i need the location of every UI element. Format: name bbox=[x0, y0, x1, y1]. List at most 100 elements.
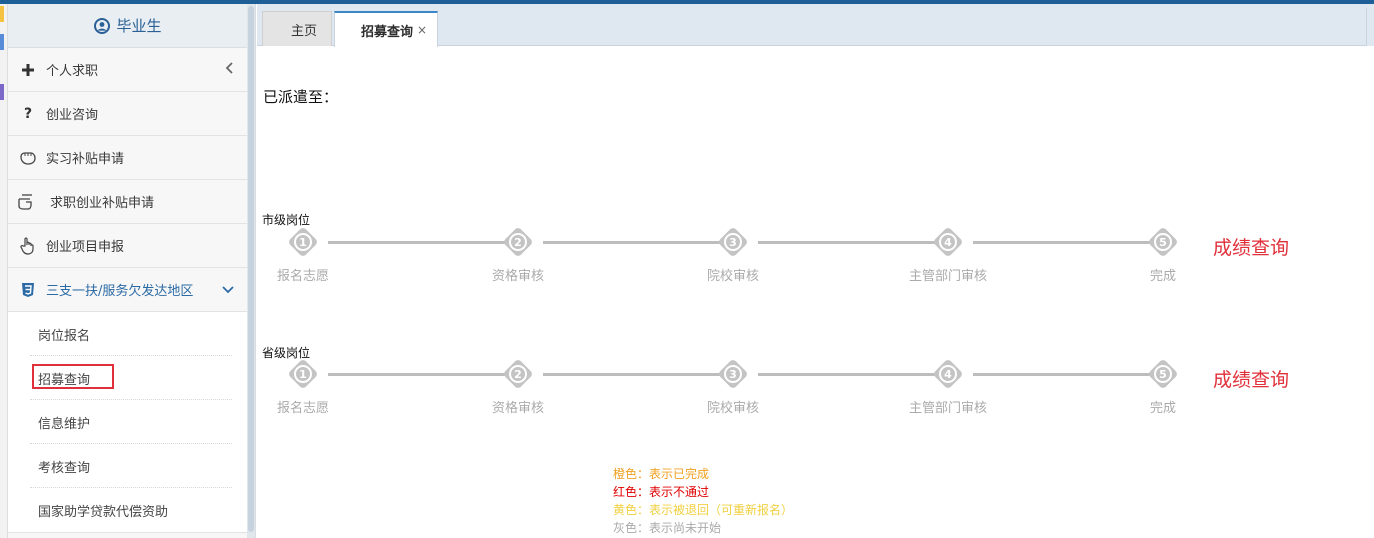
city-level-label: 市级岗位 bbox=[262, 213, 311, 227]
hand-point-icon bbox=[18, 192, 38, 212]
scrollbar-thumb[interactable] bbox=[248, 6, 254, 532]
legend-gray: 灰色：表示尚未开始 bbox=[613, 521, 722, 535]
step-number: 5 bbox=[1154, 233, 1172, 251]
submenu-item-assessment-query[interactable]: 考核查询 bbox=[8, 444, 248, 488]
step-number-wrap: 3 bbox=[718, 227, 748, 257]
step-number-wrap: 2 bbox=[503, 359, 533, 389]
step-number-wrap: 1 bbox=[288, 359, 318, 389]
step-label: 报名志愿 bbox=[276, 269, 330, 284]
step-number: 2 bbox=[509, 233, 527, 251]
step-marker: 4 bbox=[932, 358, 964, 390]
close-icon[interactable]: × bbox=[417, 23, 428, 37]
step-marker: 2 bbox=[502, 358, 534, 390]
province-progress-flow: 1 报名志愿 2 资格审核 3 院校审核 4 主管部门审核 5 完成 成绩查询 bbox=[257, 354, 1374, 416]
tab-label: 主页 bbox=[290, 23, 317, 39]
step-number-wrap: 1 bbox=[288, 227, 318, 257]
step-number-wrap: 2 bbox=[503, 227, 533, 257]
province-level-label: 省级岗位 bbox=[262, 346, 311, 360]
step-connector-line bbox=[543, 241, 723, 244]
step-number: 3 bbox=[724, 365, 742, 383]
submenu-item-recruit-query[interactable]: 招募查询 bbox=[8, 356, 248, 400]
sidebar-scrollbar[interactable] bbox=[247, 4, 255, 538]
legend-red: 红色：表示不通过 bbox=[613, 485, 710, 499]
step-marker: 2 bbox=[502, 226, 534, 258]
css3-icon bbox=[18, 280, 38, 300]
step-label: 主管部门审核 bbox=[908, 401, 988, 416]
submenu-item-loan-aid[interactable]: 国家助学贷款代偿资助 bbox=[8, 488, 248, 532]
step-label: 资格审核 bbox=[491, 401, 545, 416]
sidebar-item-startup-project[interactable]: 创业项目申报 bbox=[8, 224, 248, 268]
step-number: 4 bbox=[939, 365, 957, 383]
user-circle-icon bbox=[94, 17, 111, 34]
step-label: 院校审核 bbox=[706, 401, 760, 416]
step-number: 3 bbox=[724, 233, 742, 251]
tab-bar: 主页 招募查询 × bbox=[257, 4, 1374, 47]
score-query-link[interactable]: 成绩查询 bbox=[1213, 369, 1290, 391]
step-connector-line bbox=[328, 373, 508, 376]
tab-home[interactable]: 主页 bbox=[262, 11, 332, 46]
sidebar-item-internship-subsidy[interactable]: 实习补贴申请 bbox=[8, 136, 248, 180]
sidebar-item-label: 求职创业补贴申请 bbox=[50, 196, 155, 211]
tab-recruit-query[interactable]: 招募查询 × bbox=[334, 11, 438, 47]
submenu-item-label: 信息维护 bbox=[38, 416, 91, 432]
sidebar-item-startup-consult[interactable]: ? 创业咨询 bbox=[8, 92, 248, 136]
sidebar-item-label: 创业咨询 bbox=[46, 108, 99, 123]
edge-marker bbox=[0, 6, 4, 22]
submenu-item-info-maintain[interactable]: 信息维护 bbox=[8, 400, 248, 444]
step-label: 院校审核 bbox=[706, 269, 760, 284]
legend-yellow: 黄色：表示被退回（可重新报名） bbox=[613, 503, 794, 517]
pointer-hand-icon bbox=[18, 236, 38, 256]
dispatched-label: 已派遣至： bbox=[263, 88, 339, 106]
step-label: 完成 bbox=[1149, 269, 1177, 284]
plus-icon bbox=[18, 60, 38, 80]
step-marker: 4 bbox=[932, 226, 964, 258]
highlight-box bbox=[32, 364, 114, 389]
step-connector-line bbox=[543, 373, 723, 376]
sidebar-item-three-support[interactable]: 三支一扶/服务欠发达地区 bbox=[8, 268, 248, 312]
step-label: 报名志愿 bbox=[276, 401, 330, 416]
sidebar-item-job-startup-subsidy[interactable]: 求职创业补贴申请 bbox=[8, 180, 248, 224]
sidebar-item-label: 实习补贴申请 bbox=[46, 152, 125, 167]
step-number: 2 bbox=[509, 365, 527, 383]
step-marker: 5 bbox=[1147, 358, 1179, 390]
sidebar: 毕业生 个人求职 ? 创业咨询 实习补贴申请 求职创业补贴申请 bbox=[8, 4, 256, 538]
step-label: 完成 bbox=[1149, 401, 1177, 416]
submenu-three-support: 岗位报名 招募查询 信息维护 考核查询 国家助学贷款代偿资助 bbox=[8, 312, 248, 533]
user-header[interactable]: 毕业生 bbox=[8, 4, 248, 48]
step-marker: 3 bbox=[717, 358, 749, 390]
step-connector-line bbox=[973, 373, 1153, 376]
step-number: 4 bbox=[939, 233, 957, 251]
step-marker: 5 bbox=[1147, 226, 1179, 258]
step-number: 1 bbox=[294, 365, 312, 383]
submenu-item-label: 招募查询 bbox=[38, 372, 91, 388]
step-marker: 1 bbox=[287, 358, 319, 390]
step-number-wrap: 5 bbox=[1148, 359, 1178, 389]
city-progress-flow: 1 报名志愿 2 资格审核 3 院校审核 4 主管部门审核 5 完成 成绩查询 bbox=[257, 222, 1374, 284]
score-query-link[interactable]: 成绩查询 bbox=[1213, 237, 1290, 259]
submenu-item-job-apply[interactable]: 岗位报名 bbox=[8, 312, 248, 356]
step-number-wrap: 4 bbox=[933, 359, 963, 389]
question-icon: ? bbox=[23, 105, 33, 122]
status-legend: 橙色：表示已完成 红色：表示不通过 黄色：表示被退回（可重新报名） 灰色：表示尚… bbox=[613, 465, 793, 537]
top-strip bbox=[0, 0, 1374, 4]
sidebar-item-job-search[interactable]: 个人求职 bbox=[8, 48, 248, 92]
step-connector-line bbox=[758, 373, 938, 376]
submenu-item-label: 考核查询 bbox=[38, 460, 91, 476]
hand-icon bbox=[18, 148, 38, 168]
step-label: 主管部门审核 bbox=[908, 269, 988, 284]
sidebar-item-label: 三支一扶/服务欠发达地区 bbox=[46, 284, 194, 299]
legend-orange: 橙色：表示已完成 bbox=[613, 467, 710, 481]
step-marker: 3 bbox=[717, 226, 749, 258]
sidebar-item-label: 个人求职 bbox=[46, 64, 99, 79]
edge-marker bbox=[0, 34, 4, 50]
tab-scroll-right-button[interactable] bbox=[1366, 8, 1374, 46]
left-edge-bar bbox=[0, 4, 8, 538]
sidebar-nav: 个人求职 ? 创业咨询 实习补贴申请 求职创业补贴申请 创业项目申报 bbox=[8, 48, 248, 533]
step-label: 资格审核 bbox=[491, 269, 545, 284]
step-connector-line bbox=[328, 241, 508, 244]
step-connector-line bbox=[973, 241, 1153, 244]
submenu-item-label: 国家助学贷款代偿资助 bbox=[38, 504, 169, 520]
tab-label: 招募查询 bbox=[361, 24, 414, 40]
step-connector-line bbox=[758, 241, 938, 244]
